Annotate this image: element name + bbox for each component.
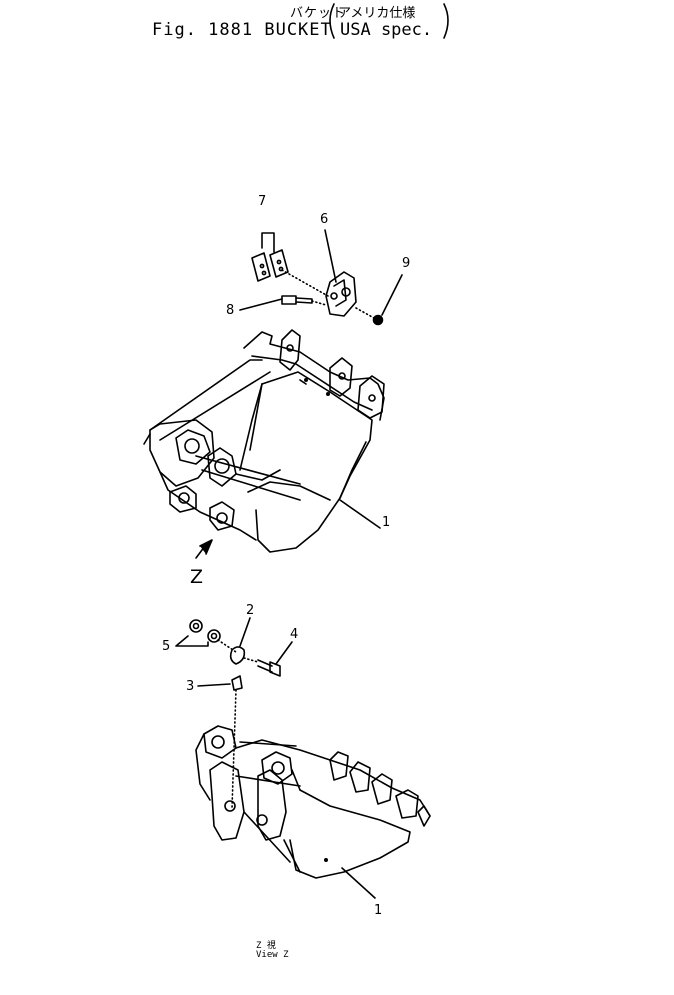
callout-7: 7 [258, 194, 267, 209]
callout-1-top: 1 [382, 515, 391, 530]
part-9-nut [372, 314, 384, 326]
part-8-bolt [281, 295, 313, 305]
callout-2: 2 [246, 603, 255, 618]
part-6-bracket [325, 271, 357, 317]
callout-6: 6 [320, 212, 329, 227]
title-paren-left [329, 3, 335, 39]
leader-2 [239, 617, 251, 647]
view-label-japanese: Z 視 [256, 941, 276, 951]
dash-5-2 [217, 639, 237, 653]
leader-9 [381, 274, 403, 316]
spec-japanese: アメリカ仕様 [338, 6, 416, 21]
figure-title: Fig. 1881 BUCKET [152, 20, 332, 40]
part-2-washer [229, 646, 246, 665]
leader-4 [275, 641, 293, 665]
spec-english: USA spec. [340, 20, 433, 40]
dash-8 [311, 300, 327, 306]
leader-3 [197, 683, 231, 687]
leader-1-bottom [341, 867, 376, 899]
leader-5 [175, 635, 209, 647]
callout-5: 5 [162, 639, 171, 654]
view-label: View Z [256, 950, 289, 960]
dash-9 [355, 307, 375, 319]
callout-3: 3 [186, 679, 195, 694]
bottom-bucket [195, 725, 431, 879]
dash-3 [231, 689, 237, 809]
leader-8 [239, 298, 283, 311]
callout-9: 9 [402, 256, 411, 271]
part-3-pin [231, 675, 243, 691]
part-7-plates [251, 249, 289, 282]
callout-4: 4 [290, 627, 299, 642]
arrow-z [195, 539, 213, 559]
view-direction-letter: Z [190, 566, 204, 588]
dash-2-4 [243, 657, 259, 663]
leader-7 [261, 232, 275, 253]
leader-6 [324, 229, 337, 283]
leader-1-top [339, 499, 381, 529]
callout-1-bottom: 1 [374, 903, 383, 918]
callout-8: 8 [226, 303, 235, 318]
dash-7-6 [281, 269, 329, 297]
top-bucket [143, 329, 385, 553]
title-paren-right [443, 3, 449, 39]
part-5-nuts [189, 619, 221, 643]
part-4-bolt [257, 659, 281, 677]
